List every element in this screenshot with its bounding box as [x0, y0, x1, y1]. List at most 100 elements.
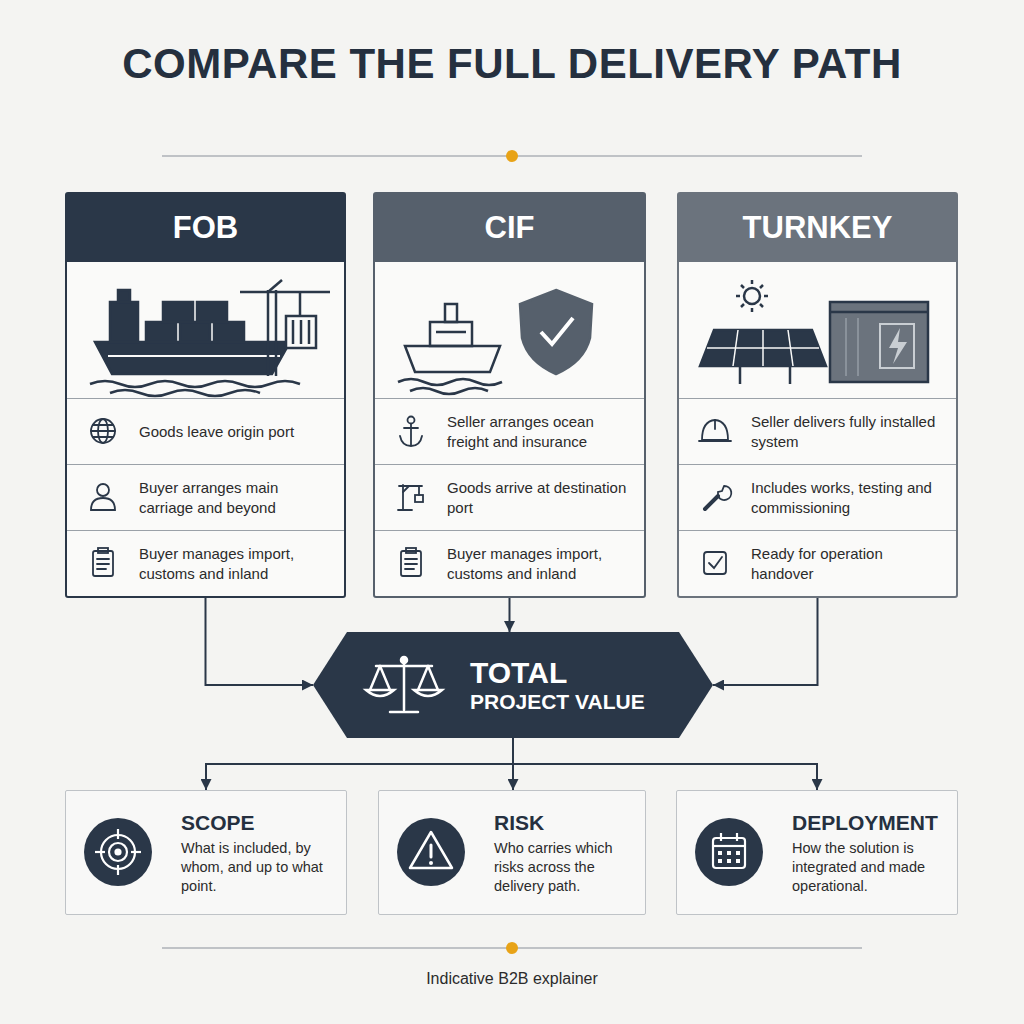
row-icons: [404, 427, 418, 429]
flow-arrow: [513, 738, 817, 790]
calendar-icon: [736, 859, 740, 863]
row-icons: [98, 548, 108, 553]
panel-header: CIF: [375, 194, 644, 262]
calendar-icon: [727, 851, 731, 855]
row-icons: [91, 498, 115, 510]
hexagon-shape: [313, 632, 713, 738]
warning-icon: [410, 832, 452, 868]
balance-scale-icon: [370, 666, 380, 690]
card-title: DEPLOYMENT: [792, 811, 945, 835]
solar-container-illustration: [889, 328, 907, 364]
target-icon: [84, 818, 152, 886]
solar-container-illustration: [707, 347, 819, 349]
row-icons: [91, 430, 115, 432]
row-icons: [704, 552, 726, 574]
divider-top: [506, 150, 518, 162]
value-text: TOTAL: [470, 656, 713, 690]
cargo-ship-illustration: [110, 390, 260, 396]
ship-shield-illustration: [398, 379, 502, 385]
cargo-ship-illustration: [240, 291, 330, 294]
value-hexagon: TOTALPROJECT VALUE: [313, 632, 713, 738]
cargo-ship-illustration: [163, 302, 193, 322]
info-row: Buyer manages import, customs and inland: [375, 530, 644, 596]
row-text: Seller arranges ocean freight and insura…: [447, 412, 634, 451]
row-icons: [97, 568, 106, 570]
cargo-ship-illustration: [108, 355, 280, 357]
solar-container-illustration: [700, 280, 928, 384]
value-text: PROJECT VALUE: [470, 690, 713, 714]
solar-container-illustration: [788, 330, 793, 366]
cargo-ship-illustration: [180, 322, 210, 342]
row-icons: [93, 551, 113, 576]
card-body: How the solution is integrated and made …: [792, 839, 945, 896]
calendar-icon: [718, 851, 722, 855]
turnkey-panel: TURNKEYSeller delivers fully installed s…: [677, 192, 958, 598]
row-text: Seller delivers fully installed system: [751, 412, 946, 451]
row-icons: [97, 484, 109, 496]
row-icons: [709, 557, 722, 568]
row-icons: [98, 419, 108, 443]
calendar-icon: [695, 818, 763, 886]
row-icons: [91, 417, 731, 577]
cif-panel: CIF Seller arranges ocean freight and ins…: [373, 192, 646, 598]
calendar-icon: [713, 833, 745, 868]
card-title: RISK: [494, 811, 633, 835]
solar-container-illustration: [857, 318, 859, 376]
calendar-icon: [736, 833, 738, 841]
row-icons: [718, 486, 731, 500]
cargo-ship-illustration: [110, 302, 138, 342]
row-icons: [714, 420, 716, 429]
target-icon: [101, 835, 135, 869]
ship-shield-illustration: [520, 290, 592, 374]
flow-arrow: [509, 598, 511, 632]
cargo-ship-illustration: [90, 280, 330, 396]
row-icons: [405, 563, 417, 565]
info-row: Goods arrive at destination port: [375, 464, 644, 530]
factor-card: RISK Who carries which risks across the d…: [378, 790, 646, 915]
ship-shield-illustration: [436, 331, 466, 334]
row-icons: [399, 485, 422, 487]
row-icons: [402, 485, 404, 510]
row-icons: [91, 419, 115, 443]
row-icons: [93, 436, 113, 438]
cargo-ship-illustration: [308, 320, 311, 344]
target-icon: [131, 851, 141, 853]
target-icon: [116, 850, 121, 855]
warning-icon: [397, 818, 465, 886]
solar-container-illustration: [700, 330, 826, 366]
row-icons: [97, 558, 109, 560]
connector-layer: [206, 598, 818, 790]
warning-icon: [397, 818, 465, 886]
row-icons: [705, 496, 718, 509]
solar-container-illustration: [830, 311, 928, 314]
panel-header: FOB: [67, 194, 344, 262]
cargo-ship-illustration: [268, 280, 282, 292]
cargo-ship-illustration: [90, 381, 300, 387]
info-row: Seller arranges ocean freight and insura…: [375, 398, 644, 464]
balance-scale-icon: [390, 711, 418, 714]
balance-scale-icon: [366, 657, 442, 712]
info-row: Ready for operation handover: [679, 530, 956, 596]
card-title: SCOPE: [181, 811, 334, 835]
card-body: Who carries which risks across the deliv…: [494, 839, 633, 896]
row-icons: [699, 440, 731, 442]
solar-container-illustration: [736, 295, 740, 298]
solar-container-illustration: [751, 308, 754, 312]
solar-container-illustration: [741, 304, 744, 307]
row-icons: [405, 558, 417, 560]
row-icons: [93, 424, 113, 426]
solar-container-illustration: [762, 330, 764, 366]
row-icons: [398, 509, 412, 511]
row-text: Goods leave origin port: [139, 422, 294, 442]
row-text: Buyer manages import, customs and inland: [447, 544, 634, 583]
row-icons: [401, 551, 421, 576]
flow-arrow: [206, 598, 314, 685]
target-icon: [117, 865, 119, 875]
row-icons: [418, 486, 420, 495]
ship-shield-illustration: [405, 346, 500, 372]
solar-container-illustration: [845, 318, 847, 376]
balance-scale-icon: [401, 657, 407, 663]
calendar-icon: [720, 833, 722, 841]
info-row: Seller delivers fully installed system: [679, 398, 956, 464]
warning-icon: [430, 845, 433, 857]
